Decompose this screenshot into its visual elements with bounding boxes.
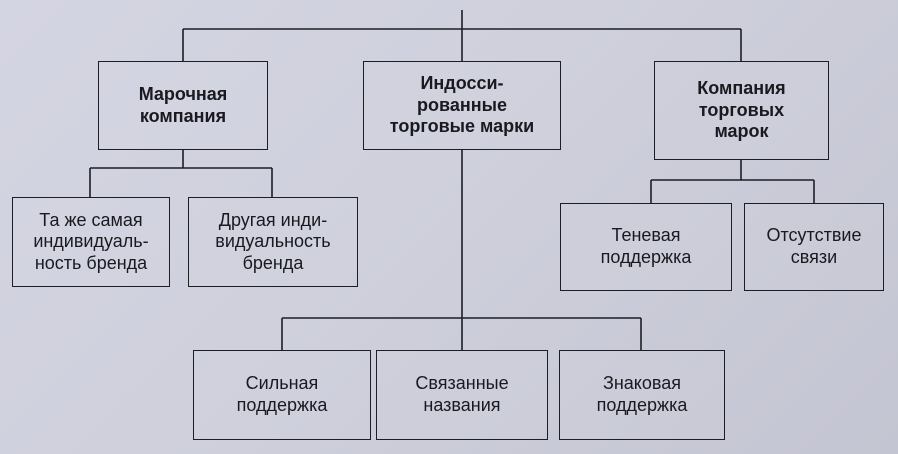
node-house-of-brands: Компания торговых марок xyxy=(654,61,829,160)
node-brand-company: Марочная компания xyxy=(98,61,268,150)
node-token-endorsement: Знаковая поддержка xyxy=(559,350,725,440)
node-other-identity: Другая инди- видуальность бренда xyxy=(188,197,358,287)
node-same-identity: Та же самая индивидуаль- ность бренда xyxy=(12,197,170,287)
node-endorsed-brands: Индосси- рованные торговые марки xyxy=(363,61,561,150)
node-linked-name: Связанные названия xyxy=(376,350,548,440)
node-shadow-endorser: Теневая поддержка xyxy=(560,203,732,291)
node-no-association: Отсутствие связи xyxy=(744,203,884,291)
node-strong-endorsement: Сильная поддержка xyxy=(193,350,371,440)
